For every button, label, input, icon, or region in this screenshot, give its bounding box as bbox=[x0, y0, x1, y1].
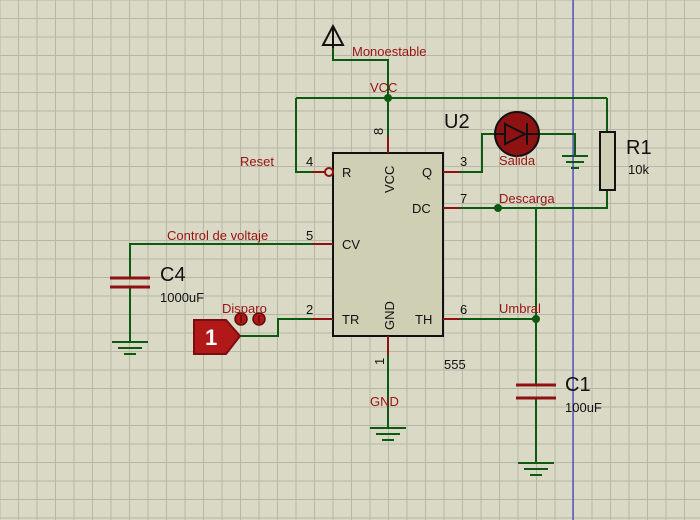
pin-name-tr: TR bbox=[342, 312, 359, 327]
pin-number-reset: 4 bbox=[306, 154, 313, 169]
net-label-salida: Salida bbox=[499, 153, 536, 168]
net-label-gnd: GND bbox=[370, 394, 399, 409]
ground-icon bbox=[112, 341, 148, 355]
pin-name-reset: R bbox=[342, 165, 351, 180]
net-label-vcc: VCC bbox=[370, 80, 397, 95]
net-label-monoestable: Monoestable bbox=[352, 44, 426, 59]
pin-name-th: TH bbox=[415, 312, 432, 327]
junction-discharge bbox=[494, 204, 502, 212]
junction-threshold bbox=[532, 315, 540, 323]
c1-value: 100uF bbox=[565, 400, 602, 415]
diode-icon[interactable] bbox=[494, 111, 540, 157]
wires bbox=[129, 48, 608, 463]
c1-ref: C1 bbox=[565, 374, 591, 396]
pin-name-vcc: VCC bbox=[382, 166, 397, 193]
input-terminal-number: 1 bbox=[205, 325, 217, 350]
terminal-arrow-icon[interactable] bbox=[321, 23, 345, 48]
r1-ref: R1 bbox=[626, 137, 652, 159]
chip-555[interactable]: 4 8 3 7 5 2 1 6 R VCC Q DC CV TR GND TH … bbox=[306, 111, 470, 372]
ground-icon bbox=[562, 155, 588, 169]
pin-number-gnd: 1 bbox=[372, 358, 387, 365]
c4-value: 1000uF bbox=[160, 290, 204, 305]
chip-ref: U2 bbox=[444, 111, 470, 133]
pin-name-q: Q bbox=[422, 165, 432, 180]
capacitor-icon[interactable] bbox=[110, 276, 150, 289]
pin-name-gnd: GND bbox=[382, 301, 397, 330]
ground-icon bbox=[518, 462, 554, 476]
pin-name-cv: CV bbox=[342, 237, 360, 252]
net-label-control: Control de voltaje bbox=[167, 228, 268, 243]
pin-number-tr: 2 bbox=[306, 302, 313, 317]
input-terminal-icon[interactable]: 1 bbox=[193, 312, 266, 355]
r1-value: 10k bbox=[628, 162, 649, 177]
reset-pin-bubble bbox=[324, 167, 334, 177]
chip-part: 555 bbox=[444, 357, 466, 372]
pin-number-dc: 7 bbox=[460, 191, 467, 206]
net-label-reset: Reset bbox=[240, 154, 274, 169]
net-label-disparo: Disparo bbox=[222, 301, 267, 316]
capacitor-icon[interactable] bbox=[516, 383, 556, 400]
net-label-umbral: Umbral bbox=[499, 301, 541, 316]
pin-name-dc: DC bbox=[412, 201, 431, 216]
pin-number-th: 6 bbox=[460, 302, 467, 317]
c4-ref: C4 bbox=[160, 264, 186, 286]
pin-number-cv: 5 bbox=[306, 228, 313, 243]
pin-number-vcc: 8 bbox=[371, 128, 386, 135]
junction-vcc bbox=[384, 94, 392, 102]
resistor-icon[interactable] bbox=[599, 131, 616, 191]
pin-number-q: 3 bbox=[460, 154, 467, 169]
net-label-descarga: Descarga bbox=[499, 191, 555, 206]
ground-icon bbox=[370, 427, 406, 441]
